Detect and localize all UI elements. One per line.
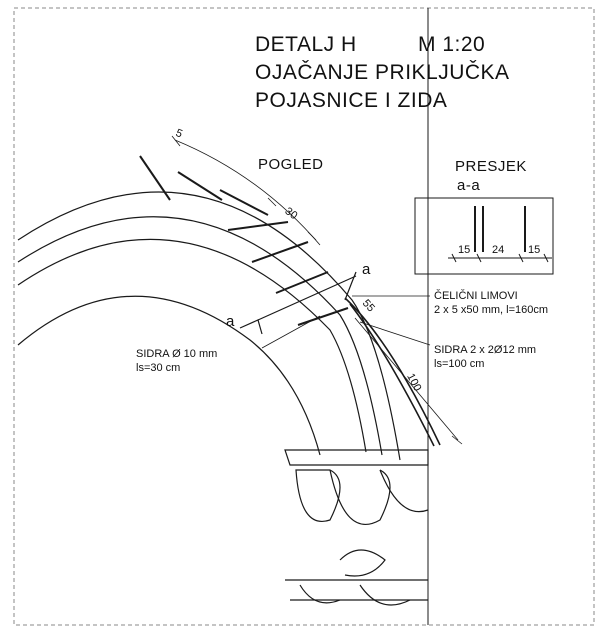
anchors-left-length: ls=30 cm (136, 362, 181, 374)
anchor-bars (139, 155, 349, 326)
leader-anchors-left (261, 315, 321, 349)
anchors-right-title: SIDRA 2 x 2Ø12 mm (434, 344, 537, 356)
tick (518, 253, 524, 263)
anchors-left-title: SIDRA Ø 10 mm (136, 348, 218, 360)
anchor-bar (227, 221, 289, 231)
arch-outer-curve (17, 191, 401, 461)
capital-top (284, 449, 429, 466)
arch-inner-curve (17, 295, 321, 456)
tick (451, 253, 457, 263)
capital-leaf (379, 469, 429, 513)
leader-lines (261, 295, 431, 349)
arch-curve-3 (17, 238, 367, 453)
anchor-bar (251, 241, 309, 263)
anchor-bar (177, 171, 223, 201)
section-id: a-a (457, 177, 481, 194)
capital-volute (339, 549, 386, 577)
tick (171, 135, 181, 147)
cut-arrow-upper (344, 271, 357, 301)
view-label-elevation: POGLED (258, 156, 324, 173)
leader-anchors-right (359, 321, 431, 346)
cut-marker-lower: a (226, 313, 235, 330)
section-dim-right: 15 (528, 244, 541, 256)
tick (476, 253, 482, 263)
tick (267, 197, 277, 207)
arch (17, 191, 401, 461)
anchor-bar (275, 271, 329, 294)
anchor-bar (297, 307, 349, 326)
scale-label: M 1:20 (418, 33, 486, 56)
cut-line (257, 275, 357, 321)
cut-marker-upper: a (362, 261, 371, 278)
tick (307, 231, 317, 241)
cut-arrow-lower (239, 319, 263, 335)
capital-ornament (284, 449, 429, 606)
tick (543, 253, 549, 263)
steel-plate (344, 297, 441, 446)
arch-dimension-line (171, 135, 463, 445)
plates-spec: 2 x 5 x50 mm, l=160cm (434, 304, 549, 316)
capital-leaf (299, 584, 341, 604)
capital-leaf (329, 469, 391, 525)
plates-title: ČELIČNI LIMOVI (434, 290, 518, 302)
arch-curve-2 (17, 216, 383, 456)
anchor-bar (219, 189, 269, 216)
title-line-3: POJASNICE I ZIDA (255, 89, 448, 112)
section-dim-middle: 24 (492, 244, 505, 256)
dimension-line-100 (354, 317, 459, 441)
steel-plates (344, 297, 441, 447)
anchor-bar (139, 155, 171, 201)
section-cut (239, 271, 357, 335)
view-label-section: PRESJEK (455, 158, 527, 175)
sheet-frame (13, 7, 595, 626)
section-detail (414, 197, 554, 275)
steel-plate (349, 303, 435, 447)
section-dim-left: 15 (458, 244, 471, 256)
detail-title: DETALJ H (255, 33, 357, 56)
dimension-line (174, 139, 321, 246)
capital-leaf (359, 584, 411, 606)
section-outline (414, 197, 554, 275)
anchors-right-length: ls=100 cm (434, 358, 485, 370)
tick (451, 435, 463, 445)
capital-leaf (295, 469, 341, 522)
title-line-2: OJAČANJE PRIKLJUČKA (255, 61, 510, 84)
